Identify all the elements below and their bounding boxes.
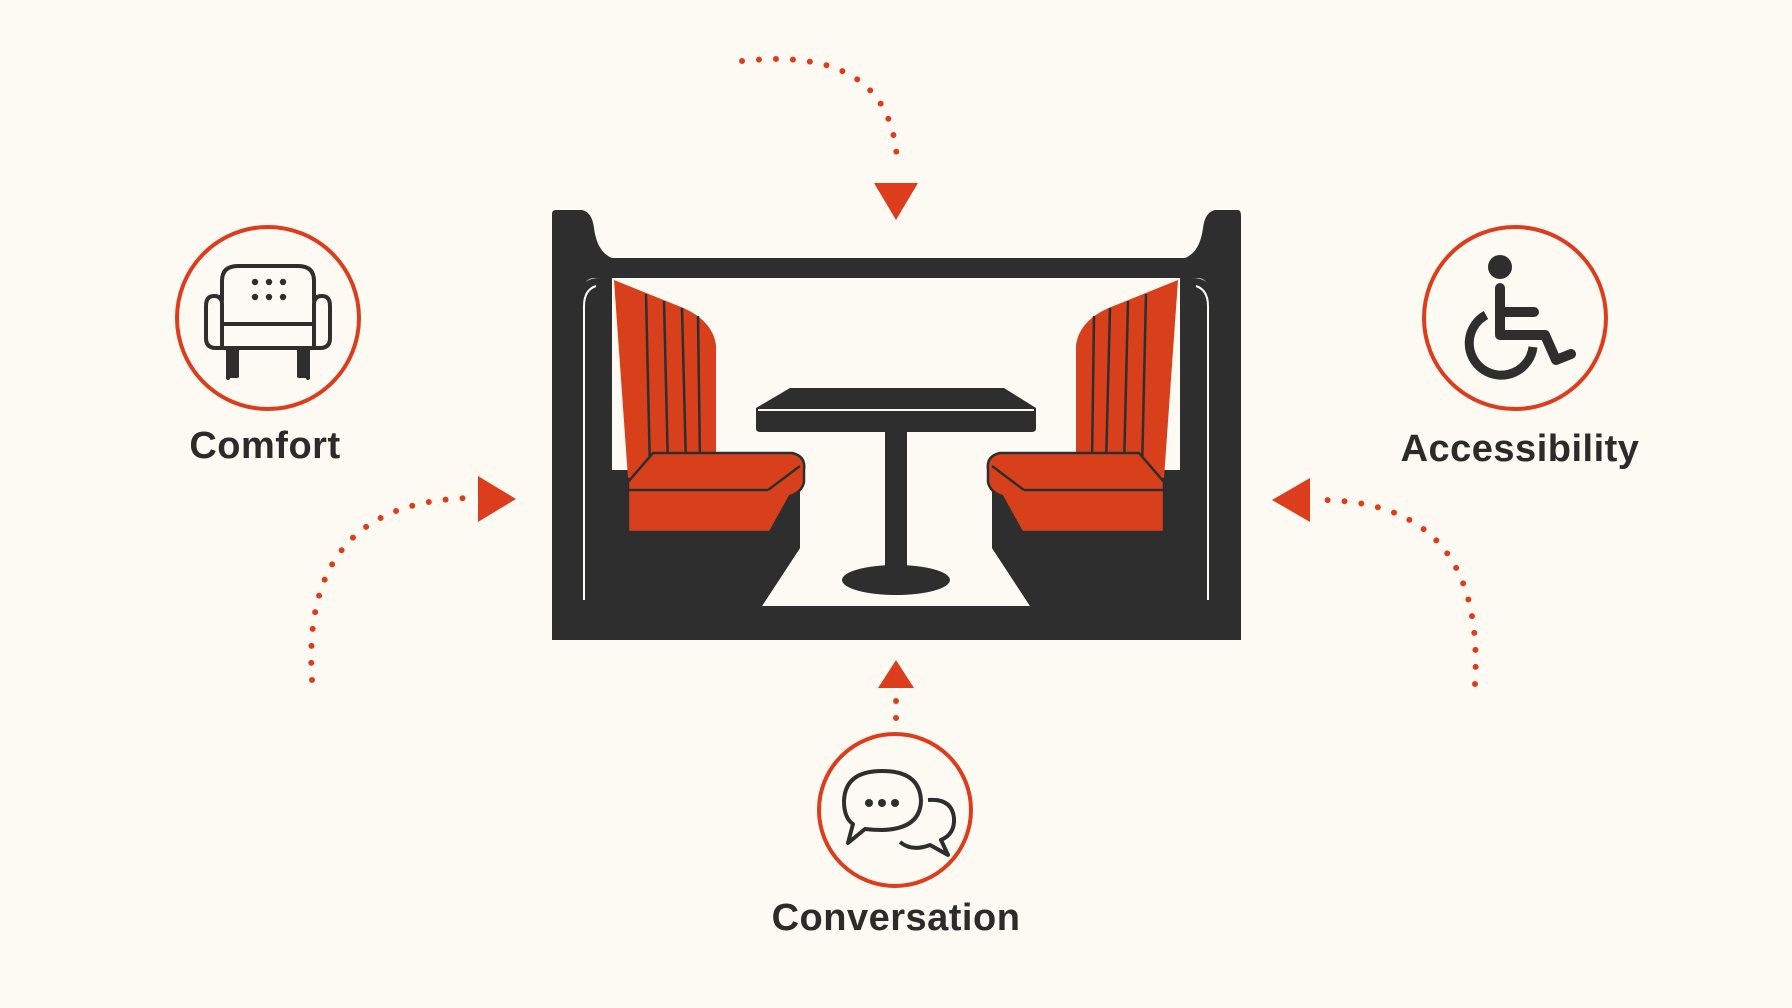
speech-bubbles-icon (842, 769, 957, 857)
right-arrowhead (1272, 478, 1310, 522)
restaurant-booth-icon (552, 210, 1241, 640)
left-arrow (308, 495, 473, 683)
right-arrow (1319, 497, 1479, 687)
right-seat-cushion (986, 451, 1166, 534)
dotted-arrows (308, 56, 1479, 721)
accessibility-label: Accessibility (1400, 428, 1640, 470)
bottom-arrowhead (878, 660, 914, 688)
top-arrow (739, 56, 900, 163)
top-arrowhead (874, 183, 918, 220)
conversation-badge (817, 732, 973, 888)
comfort-label: Comfort (189, 425, 341, 467)
left-seat-cushion (626, 451, 806, 534)
left-bench (582, 278, 806, 606)
accessibility-badge (1422, 225, 1608, 411)
wheelchair-icon (1464, 255, 1576, 380)
left-arrowhead (478, 476, 516, 522)
conversation-label: Conversation (771, 897, 1021, 939)
comfort-badge (175, 225, 361, 411)
booth-table (756, 388, 1036, 595)
right-bench (986, 278, 1210, 606)
